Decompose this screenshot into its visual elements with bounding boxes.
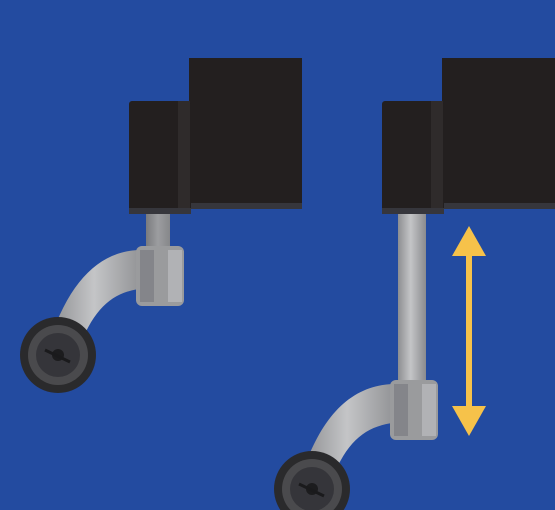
- caster-retracted: [20, 58, 302, 393]
- caster-arm-right: [302, 214, 438, 484]
- motor-housing-right: [382, 58, 555, 214]
- caster-extended: [274, 58, 555, 510]
- double-arrow-icon: [452, 226, 486, 436]
- motor-housing-left: [129, 58, 302, 214]
- wheel-right: [274, 451, 350, 510]
- wheel-left: [20, 317, 96, 393]
